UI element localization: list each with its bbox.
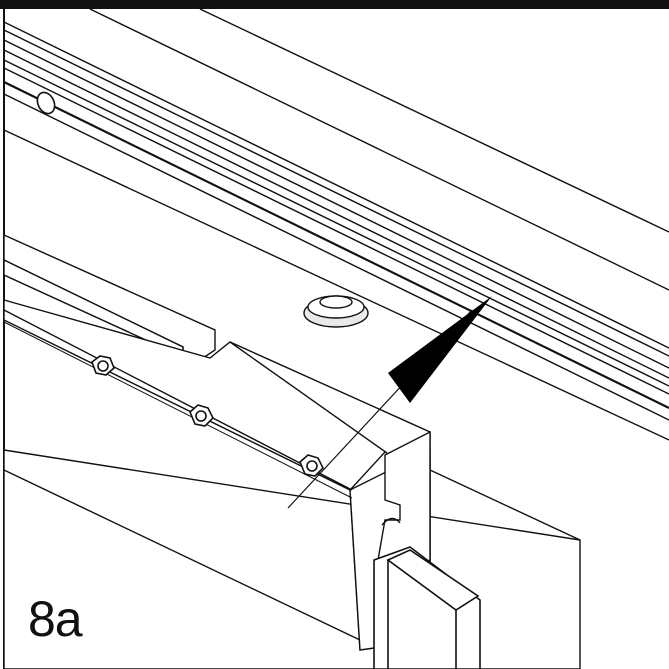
round-bolt-icon — [303, 295, 369, 328]
door-leaf-edge — [373, 546, 481, 669]
hex-nut-icon — [299, 454, 324, 477]
direction-arrow-icon — [287, 296, 492, 509]
hex-nut-icon — [189, 404, 214, 427]
side-clip-profile — [377, 430, 431, 569]
hex-nut-icon — [91, 355, 115, 376]
door-panel — [3, 449, 581, 669]
overhead-track-rail — [3, 8, 669, 441]
top-border — [0, 0, 669, 9]
rail-screw-hole — [36, 91, 56, 115]
step-label: 8a — [28, 591, 83, 647]
